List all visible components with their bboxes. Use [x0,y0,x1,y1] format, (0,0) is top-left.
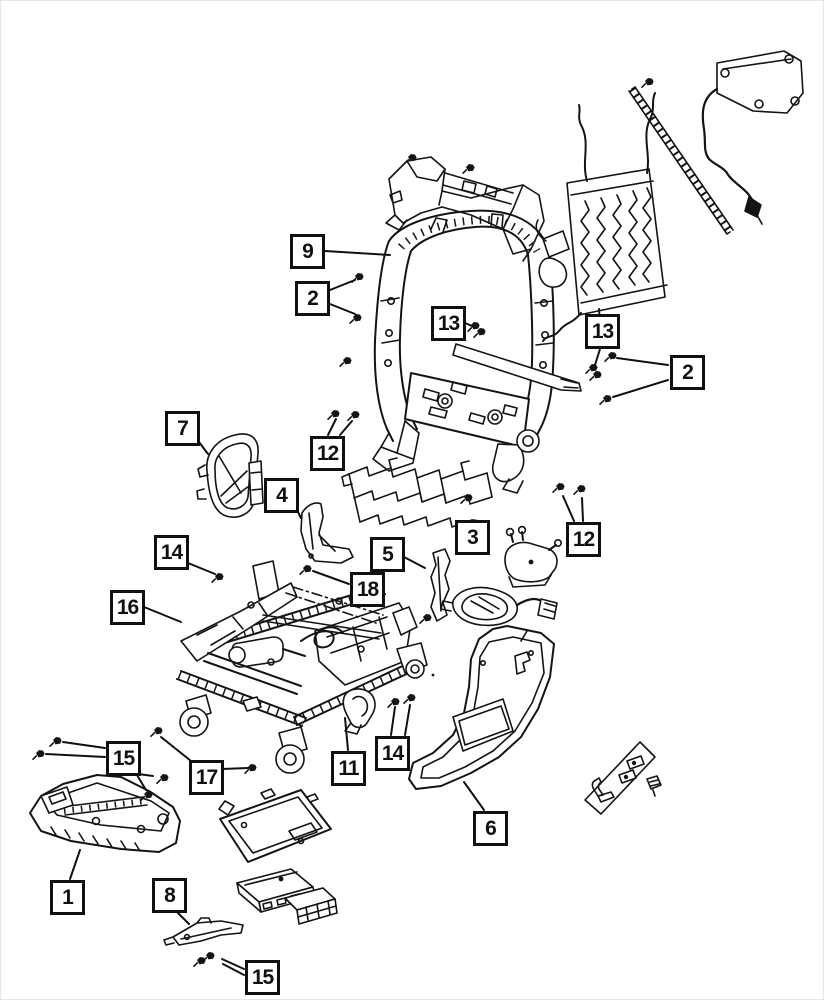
leader-line-c15a [45,753,106,758]
leader-line-c15a [136,774,147,791]
leader-line-c6 [463,781,485,811]
callout-c15a[interactable]: 15 [106,741,141,776]
part-cushion-pan-harness [440,586,558,627]
leader-line-c14b [390,706,396,736]
leader-line-c12b [581,497,584,522]
callout-c13b[interactable]: 13 [585,314,620,349]
callout-c13a[interactable]: 13 [431,306,466,341]
callout-c1[interactable]: 1 [50,880,85,915]
callout-c16[interactable]: 16 [110,590,145,625]
callout-c12b[interactable]: 12 [566,522,601,557]
leader-lines [45,250,669,976]
leader-line-c5 [403,556,426,569]
part-seat-track [176,560,428,774]
leader-line-c15b [222,963,245,976]
leader-line-c13b [594,348,601,366]
part-switch-clip [646,775,662,797]
part-anchor-bracket [342,688,376,735]
part-inner-shield [300,502,354,564]
part-recliner-handle [196,433,264,518]
leader-line-c18 [312,570,350,585]
part-cushion-suspension [341,457,493,539]
leader-line-c12a [327,418,337,436]
leader-line-c2b [616,357,669,366]
leader-line-c16 [143,606,182,623]
leader-line-c8 [176,911,190,925]
callout-c8[interactable]: 8 [152,878,187,913]
part-reinforcement-bar [452,343,582,392]
leader-line-c13a [464,322,473,327]
leader-line-c9 [324,250,391,256]
leader-line-c12b [562,495,575,522]
callout-c2a[interactable]: 2 [295,281,330,316]
part-switch-panel [584,741,656,815]
callout-c5[interactable]: 5 [370,537,405,572]
part-seat-riser [29,774,181,853]
callout-c9[interactable]: 9 [290,234,325,269]
callout-c7[interactable]: 7 [165,411,200,446]
callout-c2b[interactable]: 2 [670,355,705,390]
part-lumbar-mat [535,92,668,342]
leader-line-c2a [329,279,356,291]
callout-c14a[interactable]: 14 [154,535,189,570]
leader-line-c14b [404,704,411,736]
part-outer-side-shield [408,625,555,790]
leader-line-c1 [69,849,81,880]
part-support-bracket-5 [430,548,451,622]
callout-c11[interactable]: 11 [331,751,366,786]
part-support-rod [628,86,734,235]
part-recliner-mechanism [504,525,562,588]
leader-line-c14a [187,562,216,575]
leader-line-c12a [339,420,353,436]
part-module [236,868,338,925]
leader-line-c17 [221,767,249,770]
leader-line-c11 [344,717,349,751]
part-mounting-plate [218,788,332,863]
callout-c12a[interactable]: 12 [310,436,345,471]
callout-c6[interactable]: 6 [473,811,508,846]
leader-line-c2a [329,303,356,315]
part-seatback-frame [372,209,555,494]
part-upper-crossmember [385,156,545,262]
callout-c17[interactable]: 17 [189,760,224,795]
leader-line-c7 [198,441,209,455]
callout-c4[interactable]: 4 [264,478,299,513]
leader-line-c17 [160,736,192,762]
leader-line-c2b [612,379,669,398]
callout-c15b[interactable]: 15 [245,960,280,995]
callout-c14b[interactable]: 14 [375,736,410,771]
callout-c18[interactable]: 18 [350,572,385,607]
leader-line-c15b [221,958,245,970]
part-support-bracket-8 [163,917,244,946]
callout-c3[interactable]: 3 [455,520,490,555]
leader-line-c15a [62,741,106,749]
part-bracket-harness [701,50,804,225]
